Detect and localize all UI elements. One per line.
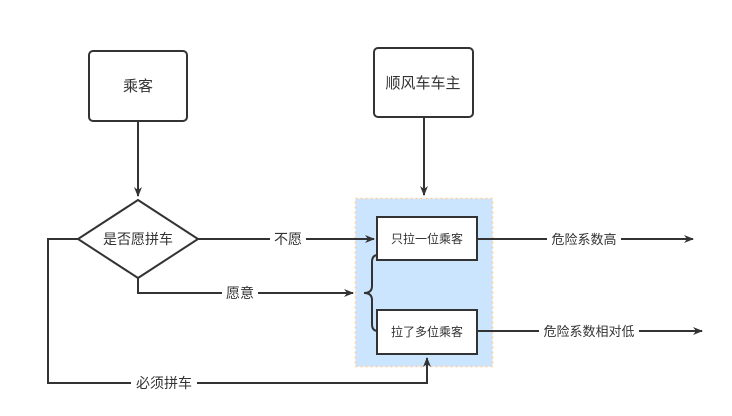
edge-label-unwilling: 不愿 <box>274 232 302 248</box>
node-decision[interactable] <box>76 198 200 280</box>
node-driver-label: 顺风车车主 <box>385 74 460 92</box>
node-passenger[interactable] <box>88 50 188 122</box>
node-passenger-label: 乘客 <box>123 77 153 95</box>
node-driver[interactable] <box>373 47 474 118</box>
edge-willing <box>137 278 354 297</box>
node-multi[interactable] <box>376 309 478 355</box>
node-single-label: 只拉一位乘客 <box>391 231 463 246</box>
node-multi-label: 拉了多位乘客 <box>391 324 463 339</box>
node-decision-label: 是否愿拼车 <box>103 231 173 248</box>
node-single[interactable] <box>376 216 478 261</box>
edge-label-risk-low: 危险系数相对低 <box>543 325 634 340</box>
curly-brace <box>363 254 379 332</box>
edge-label-willing: 愿意 <box>226 285 254 302</box>
edge-label-risk-high: 危险系数高 <box>551 232 616 248</box>
edge-label-must: 必须拼车 <box>136 375 192 392</box>
edge-must <box>47 238 431 384</box>
